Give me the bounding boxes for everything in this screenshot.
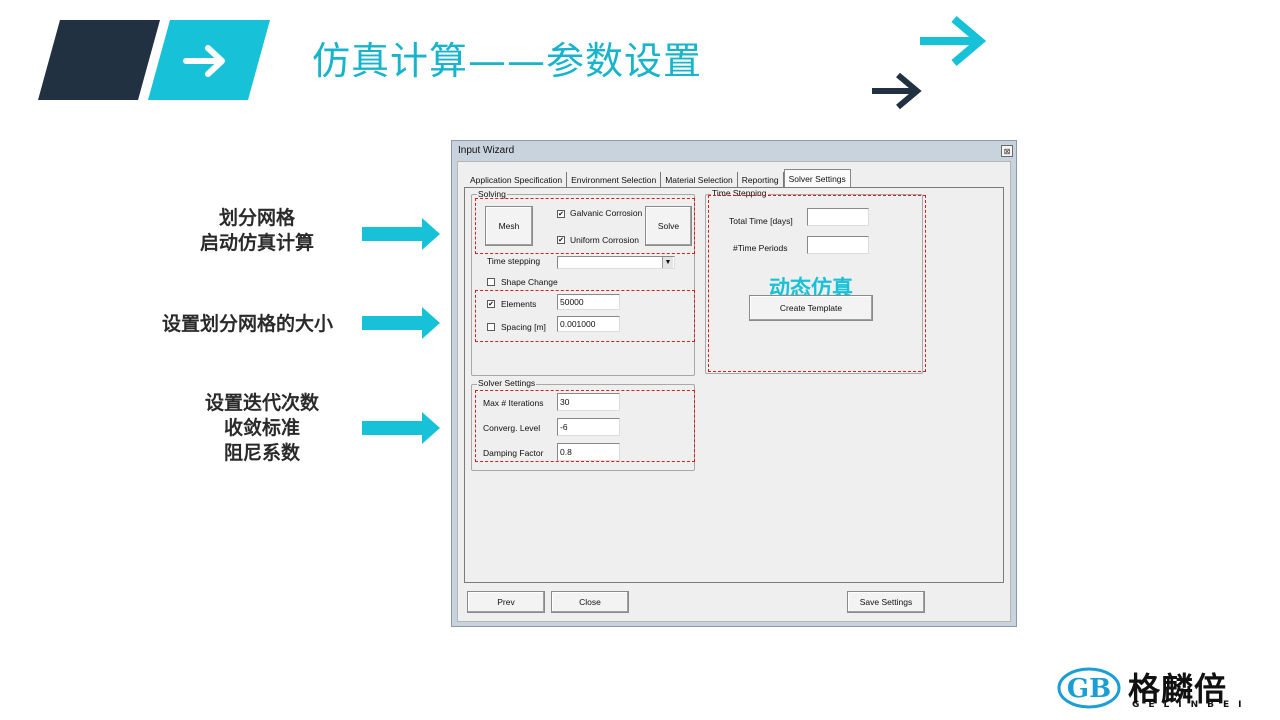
note-iter-line3: 阻尼系数 <box>223 442 300 464</box>
note-iter-line2: 收敛标准 <box>223 417 300 439</box>
shape-change-label: Shape Change <box>501 277 558 287</box>
note-size: 设置划分网格的大小 <box>161 313 333 335</box>
close-button[interactable]: Close <box>551 591 629 613</box>
elements-input[interactable] <box>557 294 620 310</box>
tab-solver-settings[interactable]: Solver Settings <box>783 169 851 188</box>
solve-button[interactable]: Solve <box>645 206 692 246</box>
spacing-label: Spacing [m] <box>501 322 546 332</box>
note-iterations: 设置迭代次数 收敛标准 阻尼系数 <box>177 391 347 466</box>
gelinbei-logo-mark: GB <box>1057 667 1121 709</box>
max-iterations-label: Max # Iterations <box>483 398 544 408</box>
chevron-down-icon[interactable]: ▼ <box>662 257 673 268</box>
time-periods-label: #Time Periods <box>733 243 788 253</box>
uniform-corrosion-checkbox[interactable]: ✔ <box>557 236 565 244</box>
annotation-box-mesh-size <box>475 290 695 342</box>
total-time-input[interactable] <box>807 208 869 226</box>
tab-material-selection[interactable]: Material Selection <box>661 172 738 188</box>
time-periods-input[interactable] <box>807 236 869 254</box>
annotation-box-solver <box>475 390 695 462</box>
close-icon[interactable]: ⊠ <box>1001 145 1013 157</box>
uniform-corrosion-label: Uniform Corrosion <box>570 235 639 245</box>
spacing-checkbox[interactable] <box>487 323 495 331</box>
time-stepping-group <box>705 194 923 374</box>
time-stepping-label: Time stepping <box>487 256 541 266</box>
logo-subtext: GELINBEI <box>1132 700 1251 710</box>
solver-settings-page: Solving Mesh ✔ Galvanic Corrosion ✔ Unif… <box>464 187 1004 583</box>
annotation-box-mesh <box>475 198 695 254</box>
decor-cyan-arrow-icon <box>920 15 987 67</box>
solving-group-title: Solving <box>477 189 507 199</box>
mesh-button[interactable]: Mesh <box>485 206 533 246</box>
spacing-input[interactable] <box>557 316 620 332</box>
elements-label: Elements <box>501 299 537 309</box>
note-mesh-line1: 划分网格 <box>218 207 295 229</box>
tab-strip: Application Specification Environment Se… <box>466 169 851 188</box>
pointer-arrow-icon <box>362 307 440 339</box>
time-stepping-select[interactable]: ▼ <box>557 256 675 269</box>
input-wizard-dialog: Input Wizard ⊠ Application Specification… <box>451 140 1017 627</box>
pointer-arrow-icon <box>362 412 440 444</box>
pointer-arrow-icon <box>362 218 440 250</box>
prev-button[interactable]: Prev <box>467 591 545 613</box>
dialog-title: Input Wizard <box>458 145 515 156</box>
create-template-button[interactable]: Create Template <box>749 295 873 321</box>
dialog-client: Application Specification Environment Se… <box>457 161 1011 622</box>
logo-text: 格麟倍 <box>1128 670 1228 708</box>
shape-change-checkbox[interactable] <box>487 278 495 286</box>
slide-title: 仿真计算——参数设置 <box>312 39 703 83</box>
converg-level-input[interactable] <box>557 418 620 436</box>
solver-settings-group-title: Solver Settings <box>477 378 537 388</box>
damping-factor-input[interactable] <box>557 443 620 461</box>
tab-reporting[interactable]: Reporting <box>738 172 784 188</box>
note-mesh: 划分网格 启动仿真计算 <box>172 206 342 256</box>
save-settings-button[interactable]: Save Settings <box>847 591 925 613</box>
elements-checkbox[interactable]: ✔ <box>487 300 495 308</box>
note-iter-line1: 设置迭代次数 <box>204 392 319 414</box>
damping-factor-label: Damping Factor <box>483 448 544 458</box>
tab-application-specification[interactable]: Application Specification <box>466 172 568 188</box>
solving-group <box>471 194 695 376</box>
decor-dark-arrow-icon <box>872 72 922 110</box>
galvanic-corrosion-label: Galvanic Corrosion <box>570 208 643 218</box>
logo-mark-text: GB <box>1067 674 1111 704</box>
header-arrow-icon <box>183 45 225 77</box>
tab-environment-selection[interactable]: Environment Selection <box>567 172 662 188</box>
annotation-box-time-stepping <box>708 195 926 372</box>
converg-level-label: Converg. Level <box>483 423 541 433</box>
note-mesh-line2: 启动仿真计算 <box>199 232 314 254</box>
galvanic-corrosion-checkbox[interactable]: ✔ <box>557 210 565 218</box>
total-time-label: Total Time [days] <box>729 216 793 226</box>
header-dark-block <box>38 20 160 100</box>
max-iterations-input[interactable] <box>557 393 620 411</box>
time-stepping-group-title: Time Stepping <box>711 188 768 198</box>
